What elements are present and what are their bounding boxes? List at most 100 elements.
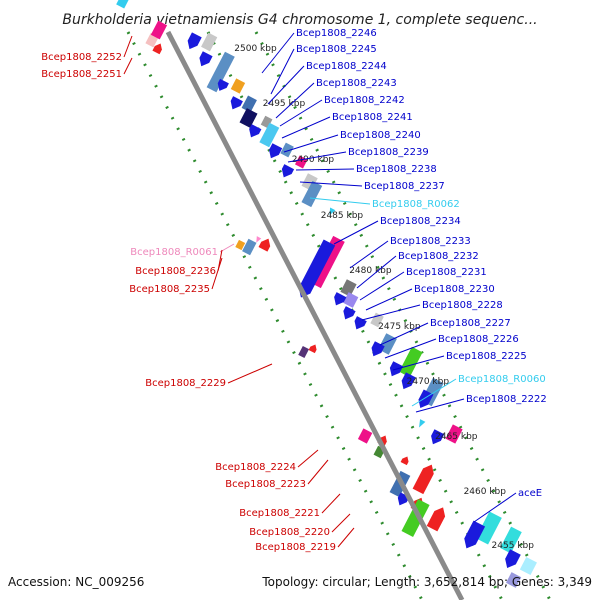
gene-feature[interactable]	[308, 343, 319, 354]
gene-feature-block[interactable]	[343, 292, 359, 308]
gene-label-left[interactable]: Bcep1808_2236	[135, 266, 216, 277]
gene-feature-arrow-reverse[interactable]	[400, 455, 411, 466]
gene-label-right[interactable]: Bcep1808_2244	[306, 61, 387, 72]
gene-feature[interactable]	[295, 239, 336, 300]
gene-label-right[interactable]: Bcep1808_2232	[398, 251, 479, 262]
gene-feature[interactable]	[426, 505, 449, 532]
gene-label-right[interactable]: Bcep1808_R0060	[458, 374, 546, 385]
gene-label-left[interactable]: Bcep1808_2235	[129, 284, 210, 295]
gene-feature[interactable]	[301, 173, 318, 191]
gene-feature-arrow-forward[interactable]	[246, 124, 262, 140]
gene-label-left[interactable]: Bcep1808_R0061	[130, 247, 218, 258]
gene-feature-arrow-reverse[interactable]	[426, 505, 449, 532]
gene-label-right[interactable]: Bcep1808_2228	[422, 300, 503, 311]
gene-feature[interactable]	[400, 455, 411, 466]
gene-feature[interactable]	[258, 236, 273, 252]
gene-feature[interactable]	[331, 292, 347, 308]
gene-label-left[interactable]: Bcep1808_2224	[215, 462, 296, 473]
gene-feature[interactable]	[206, 51, 235, 93]
gene-feature-block[interactable]	[259, 122, 280, 148]
gene-feature-block[interactable]	[301, 173, 318, 191]
gene-feature-arrow-forward[interactable]	[415, 389, 434, 410]
gene-feature-block[interactable]	[340, 279, 357, 297]
gene-feature-arrow-forward[interactable]	[196, 51, 213, 68]
gene-feature[interactable]	[343, 292, 359, 308]
gene-label-right[interactable]: Bcep1808_2238	[356, 164, 437, 175]
gene-feature[interactable]	[116, 0, 129, 9]
gene-feature-arrow-forward[interactable]	[351, 316, 367, 332]
gene-label-right[interactable]: Bcep1808_2239	[348, 147, 429, 158]
gene-feature-block[interactable]	[370, 312, 384, 328]
gene-feature-arrow-forward[interactable]	[368, 341, 385, 358]
gene-feature[interactable]	[399, 346, 423, 378]
gene-label-right[interactable]: Bcep1808_2233	[390, 236, 471, 247]
gene-feature[interactable]	[201, 32, 218, 52]
gene-feature-block[interactable]	[298, 345, 310, 359]
gene-feature[interactable]	[280, 142, 294, 158]
gene-feature-block[interactable]	[206, 51, 235, 93]
gene-label-right[interactable]: Bcep1808_2222	[466, 394, 547, 405]
gene-feature-block[interactable]	[475, 511, 502, 545]
gene-feature[interactable]	[412, 462, 437, 495]
gene-feature[interactable]	[185, 32, 202, 51]
gene-feature[interactable]	[428, 429, 445, 446]
gene-label-right[interactable]: Bcep1808_2231	[406, 267, 487, 278]
gene-feature[interactable]	[461, 520, 486, 552]
gene-feature-arrow-forward[interactable]	[331, 292, 347, 308]
gene-feature[interactable]	[266, 143, 283, 160]
gene-feature-arrow-forward[interactable]	[461, 520, 486, 552]
gene-feature-arrow-forward[interactable]	[387, 361, 404, 378]
rna-feature-marker[interactable]	[416, 419, 426, 429]
gene-feature[interactable]	[235, 239, 246, 251]
gene-feature-block[interactable]	[401, 499, 430, 537]
gene-label-right[interactable]: Bcep1808_2245	[296, 44, 377, 55]
gene-feature[interactable]	[340, 306, 356, 322]
gene-feature-arrow-forward[interactable]	[185, 32, 202, 51]
gene-feature[interactable]	[370, 312, 384, 328]
gene-feature-block[interactable]	[241, 95, 257, 113]
gene-feature-arrow-forward[interactable]	[295, 239, 336, 300]
gene-feature-block[interactable]	[242, 238, 257, 256]
gene-feature[interactable]	[239, 108, 258, 128]
gene-label-right[interactable]: Bcep1808_2227	[430, 318, 511, 329]
gene-feature-block[interactable]	[260, 115, 273, 129]
gene-feature[interactable]	[150, 20, 168, 40]
gene-feature[interactable]	[241, 95, 257, 113]
gene-label-right[interactable]: Bcep1808_2234	[380, 216, 461, 227]
gene-feature[interactable]	[357, 428, 373, 444]
gene-feature[interactable]	[327, 207, 336, 217]
gene-feature[interactable]	[387, 361, 404, 378]
gene-feature-block[interactable]	[230, 78, 246, 94]
gene-feature[interactable]	[475, 511, 502, 545]
gene-feature[interactable]	[519, 557, 537, 575]
gene-feature[interactable]	[228, 96, 243, 112]
gene-feature-arrow-forward[interactable]	[340, 306, 356, 322]
gene-feature-arrow-forward[interactable]	[266, 143, 283, 160]
gene-feature[interactable]	[152, 42, 164, 55]
gene-feature-block[interactable]	[150, 20, 168, 40]
gene-feature[interactable]	[416, 419, 426, 429]
gene-feature[interactable]	[279, 164, 295, 180]
gene-feature[interactable]	[351, 316, 367, 332]
gene-feature-arrow-forward[interactable]	[428, 429, 445, 446]
gene-feature[interactable]	[415, 389, 434, 410]
gene-label-right[interactable]: aceE	[518, 488, 542, 499]
gene-feature[interactable]	[340, 279, 357, 297]
gene-label-right[interactable]: Bcep1808_2242	[324, 95, 405, 106]
gene-feature-block[interactable]	[301, 180, 323, 208]
gene-feature-block[interactable]	[239, 108, 258, 128]
gene-feature-arrow-forward[interactable]	[279, 164, 295, 180]
gene-feature[interactable]	[298, 345, 310, 359]
gene-label-right[interactable]: Bcep1808_2240	[340, 130, 421, 141]
gene-feature[interactable]	[254, 236, 262, 244]
gene-feature[interactable]	[506, 572, 522, 588]
rna-feature-marker[interactable]	[327, 207, 336, 217]
gene-label-left[interactable]: Bcep1808_2252	[41, 52, 122, 63]
gene-feature-block[interactable]	[116, 0, 129, 9]
gene-feature-arrow-forward[interactable]	[215, 78, 229, 93]
gene-feature[interactable]	[230, 78, 246, 94]
gene-feature[interactable]	[500, 526, 522, 554]
gene-feature-block[interactable]	[280, 142, 294, 158]
gene-feature-arrow-forward[interactable]	[228, 96, 243, 112]
gene-feature-block[interactable]	[500, 526, 522, 554]
